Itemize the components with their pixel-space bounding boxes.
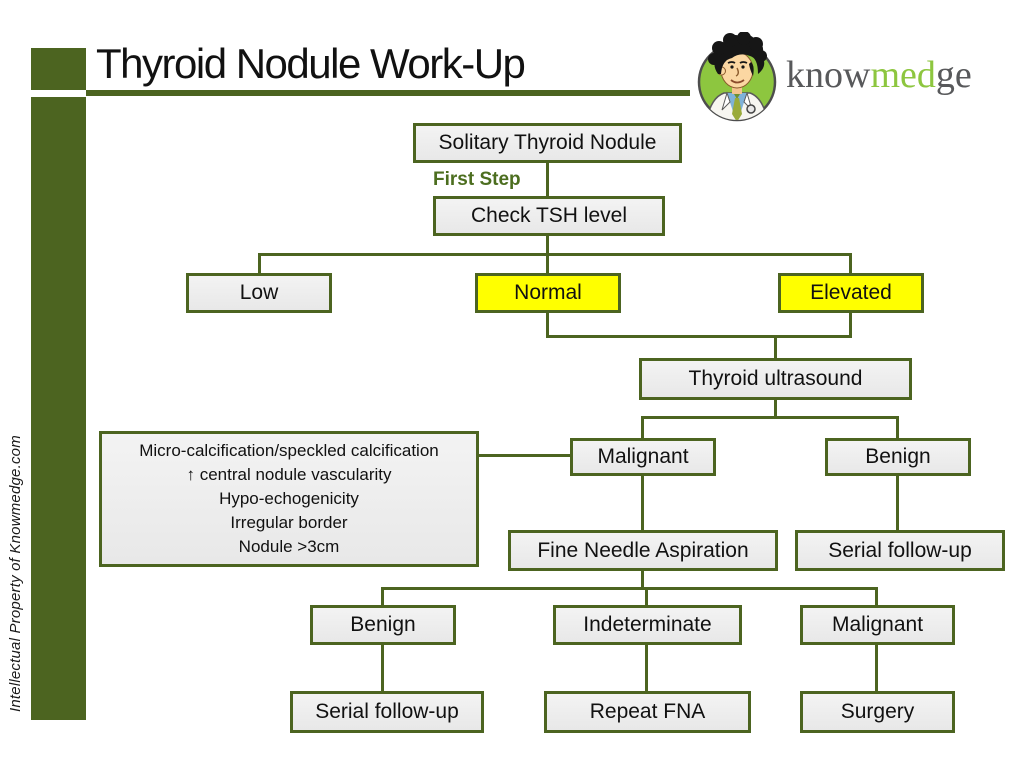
watermark-text: Intellectual Property of Knowmedge.com: [7, 435, 24, 712]
node-fna-indeterminate: Indeterminate: [553, 605, 742, 645]
knowmedge-wordmark: knowmedge: [786, 56, 972, 94]
connector-to-malignant-us: [641, 416, 644, 439]
connector-to-ultrasound: [774, 335, 777, 359]
connector-tsh-down: [546, 236, 549, 255]
connector-to-indeterminate: [645, 587, 648, 606]
node-check-tsh-level: Check TSH level: [433, 196, 665, 236]
node-thyroid-ultrasound: Thyroid ultrasound: [639, 358, 912, 400]
connector-elevated-down: [849, 312, 852, 338]
node-repeat-fna: Repeat FNA: [544, 691, 751, 733]
connector-to-low: [258, 253, 261, 275]
node-ultrasound-malignant: Malignant: [570, 438, 716, 476]
connector-fna-branch-horizontal: [381, 587, 878, 590]
connector-to-elevated: [849, 253, 852, 275]
connector-to-benign-fna: [381, 587, 384, 606]
knowmedge-logo: knowmedge: [694, 28, 1014, 128]
connector-malignant-to-fna: [641, 475, 644, 531]
connector-criteria-to-malignant: [478, 454, 571, 457]
title-accent-square: [31, 48, 86, 90]
connector-benign-to-serial: [896, 475, 899, 531]
node-serial-follow-up-benign-us: Serial follow-up: [795, 530, 1005, 571]
node-tsh-elevated: Elevated: [778, 273, 924, 313]
criteria-line-4: Irregular border: [230, 513, 348, 532]
node-fine-needle-aspiration: Fine Needle Aspiration: [508, 530, 778, 571]
connector-to-malignant-fna: [875, 587, 878, 606]
node-ultrasound-benign: Benign: [825, 438, 971, 476]
criteria-line-5: Nodule >3cm: [238, 537, 340, 556]
node-solitary-thyroid-nodule: Solitary Thyroid Nodule: [413, 123, 682, 163]
connector-benign-to-serial-fna: [381, 644, 384, 692]
node-tsh-low: Low: [186, 273, 332, 313]
node-fna-malignant: Malignant: [800, 605, 955, 645]
title-underline-rule: [86, 90, 690, 96]
criteria-line-1: Micro-calcification/speckled calcificati…: [139, 441, 439, 460]
node-serial-follow-up-benign-fna: Serial follow-up: [290, 691, 484, 733]
wordmark-know: know: [786, 54, 871, 96]
connector-indeterminate-to-repeat: [645, 644, 648, 692]
wordmark-ge: ge: [935, 54, 972, 96]
connector-ultrasound-branch-horizontal: [641, 416, 899, 419]
node-tsh-normal: Normal: [475, 273, 621, 313]
connector-malignant-to-surgery: [875, 644, 878, 692]
connector-to-benign-us: [896, 416, 899, 439]
connector-ultrasound-down: [774, 399, 777, 418]
page-title: Thyroid Nodule Work-Up: [96, 40, 526, 87]
criteria-line-2: ↑ central nodule vascularity: [186, 465, 392, 484]
connector-fna-down: [641, 570, 644, 589]
node-malignancy-criteria: Micro-calcification/speckled calcificati…: [99, 431, 479, 567]
connector-tsh-branch-horizontal: [258, 253, 852, 256]
node-fna-benign: Benign: [310, 605, 456, 645]
connector-normal-down: [546, 312, 549, 338]
doctor-avatar-icon: [697, 32, 777, 122]
criteria-line-3: Hypo-echogenicity: [219, 489, 359, 508]
first-step-label: First Step: [433, 169, 521, 190]
wordmark-med: med: [870, 54, 936, 96]
connector-to-normal: [546, 253, 549, 275]
left-accent-bar: [31, 97, 86, 720]
node-surgery: Surgery: [800, 691, 955, 733]
connector-merge-horizontal: [546, 335, 852, 338]
connector-solitary-to-tsh: [546, 162, 549, 198]
